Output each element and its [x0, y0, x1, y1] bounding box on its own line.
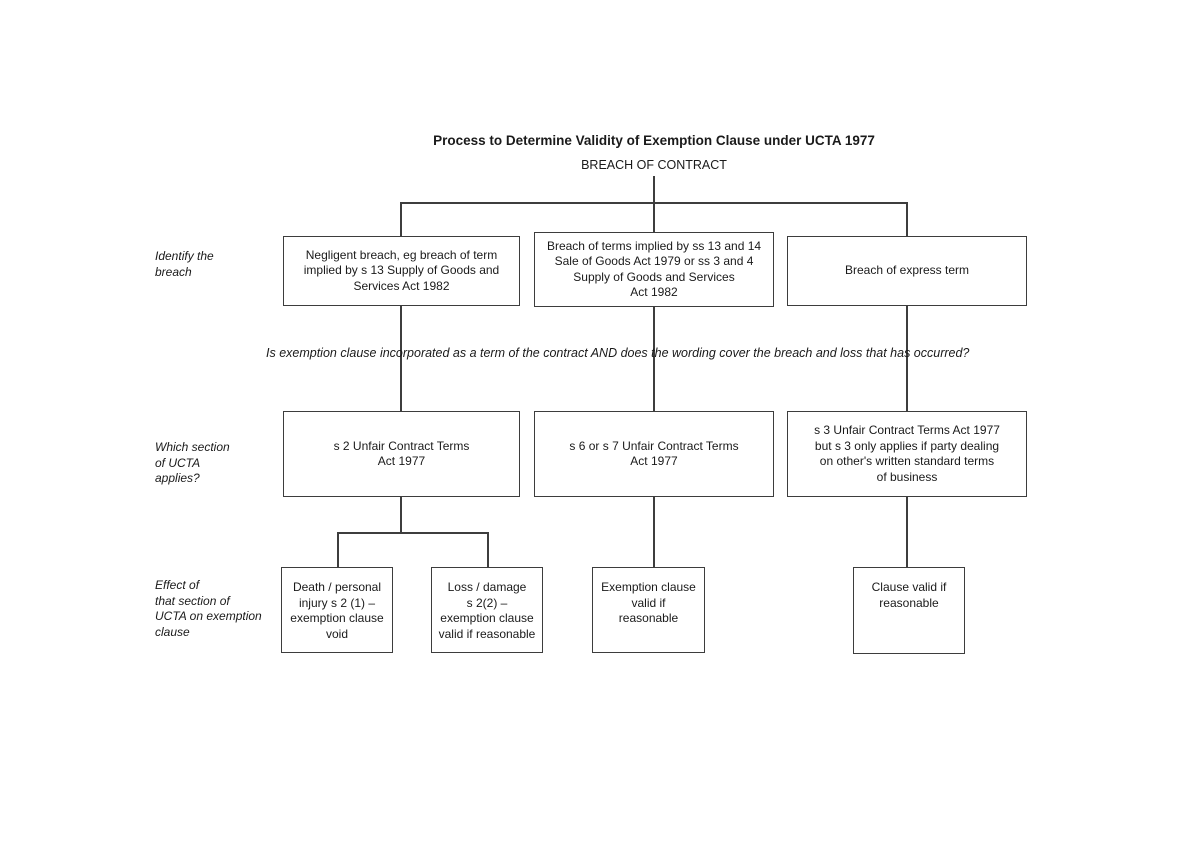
page-title: Process to Determine Validity of Exempti…	[433, 133, 875, 148]
box-clause-valid-reasonable: Clause valid if reasonable	[853, 567, 965, 654]
connector-col3-row2-to-row3	[906, 497, 908, 567]
side-label-effect-of-section: Effect of that section of UCTA on exempt…	[155, 578, 262, 639]
box-negligent-breach: Negligent breach, eg breach of term impl…	[283, 236, 520, 306]
connector-root-vertical	[653, 176, 655, 233]
connector-col1-row2-down	[400, 497, 402, 532]
box-express-term-breach: Breach of express term	[787, 236, 1027, 306]
connector-split-to-loss-box	[487, 532, 489, 567]
connector-col1-split-horizontal	[337, 532, 488, 534]
side-label-which-section: Which section of UCTA applies?	[155, 440, 230, 485]
incorporation-question: Is exemption clause incorporated as a te…	[266, 346, 970, 360]
connector-col3-row1-to-row2	[906, 306, 908, 411]
box-death-personal-injury: Death / personal injury s 2 (1) – exempt…	[281, 567, 393, 653]
connector-col3-to-row1	[906, 202, 908, 236]
root-node-label: BREACH OF CONTRACT	[581, 158, 727, 172]
box-loss-damage: Loss / damage s 2(2) – exemption clause …	[431, 567, 543, 653]
connector-split-to-death-box	[337, 532, 339, 567]
box-section-6-or-7-ucta: s 6 or s 7 Unfair Contract Terms Act 197…	[534, 411, 774, 497]
box-implied-terms-breach: Breach of terms implied by ss 13 and 14 …	[534, 232, 774, 307]
connector-col2-row1-to-row2	[653, 307, 655, 411]
box-section-3-ucta: s 3 Unfair Contract Terms Act 1977 but s…	[787, 411, 1027, 497]
side-label-identify-breach: Identify the breach	[155, 249, 214, 279]
connector-top-horizontal	[400, 202, 907, 204]
connector-col1-row1-to-row2	[400, 306, 402, 411]
connector-col1-to-row1	[400, 202, 402, 236]
box-exemption-valid-reasonable: Exemption clause valid if reasonable	[592, 567, 705, 653]
connector-col2-row2-to-row3	[653, 497, 655, 567]
box-section-2-ucta: s 2 Unfair Contract Terms Act 1977	[283, 411, 520, 497]
